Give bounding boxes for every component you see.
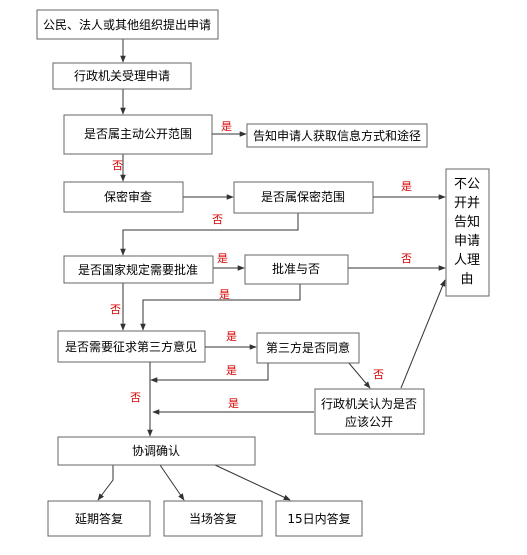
node-not-public: 不公 开并 告知 申请 人理 由 bbox=[445, 168, 490, 297]
node-third-need-text: 是否需要征求第三方意见 bbox=[65, 339, 197, 354]
node-accept-text: 行政机关受理申请 bbox=[74, 69, 170, 83]
node-not-public-line-6: 由 bbox=[460, 272, 473, 287]
node-inform-text: 告知申请人获取信息方式和途径 bbox=[253, 128, 421, 143]
label-no-third-agree: 否 bbox=[373, 368, 384, 381]
node-secret-review: 保密审查 bbox=[63, 181, 184, 213]
edge-agree-confirm bbox=[150, 363, 269, 383]
node-apply-text: 公民、法人或其他组织提出申请 bbox=[43, 17, 211, 32]
label-yes-approve: 是 bbox=[217, 252, 228, 265]
label-no-secret-review: 否 bbox=[112, 159, 123, 172]
edge-labels: 是 否 是 否 是 否 是 否 是 否 是 否 是 bbox=[110, 120, 412, 410]
label-no-third-need: 否 bbox=[110, 303, 121, 316]
edge-scope-national bbox=[120, 213, 299, 256]
node-third-agree: 第三方是否同意 bbox=[256, 332, 360, 364]
node-not-public-line-2: 开并 bbox=[454, 196, 480, 211]
edge-approve-third-need bbox=[140, 284, 301, 331]
label-no-confirm: 否 bbox=[130, 391, 141, 404]
node-15days-text: 15日内答复 bbox=[287, 511, 350, 526]
node-active: 是否属主动公开范围 bbox=[63, 114, 213, 155]
edges bbox=[97, 39, 446, 501]
label-yes-agree-confirm: 是 bbox=[226, 364, 237, 377]
label-yes-inform: 是 bbox=[221, 120, 232, 133]
node-not-public-line-1: 不公 bbox=[454, 177, 480, 192]
node-national-text: 是否国家规定需要批准 bbox=[78, 262, 198, 277]
node-secret-scope: 是否属保密范围 bbox=[233, 181, 374, 214]
label-no-approve: 否 bbox=[401, 252, 412, 265]
node-confirm: 协调确认 bbox=[57, 436, 256, 466]
node-accept: 行政机关受理申请 bbox=[52, 62, 192, 90]
edge-confirm-spot bbox=[159, 464, 185, 501]
node-not-public-line-3: 告知 bbox=[454, 214, 480, 230]
edge-agency-not-public bbox=[400, 279, 446, 389]
edge-confirm-delay bbox=[97, 465, 114, 501]
node-active-text: 是否属主动公开范围 bbox=[84, 127, 192, 141]
node-third-need: 是否需要征求第三方意见 bbox=[57, 330, 206, 363]
node-agency-line-2: 应该公开 bbox=[345, 414, 393, 429]
node-agency: 行政机关认为是否 应该公开 bbox=[314, 388, 425, 435]
node-approve-text: 批准与否 bbox=[272, 261, 320, 276]
edge-agree-agency bbox=[347, 361, 371, 389]
node-delay-text: 延期答复 bbox=[75, 511, 123, 526]
node-national: 是否国家规定需要批准 bbox=[63, 255, 214, 284]
edge-confirm-15days bbox=[214, 464, 291, 501]
node-approve: 批准与否 bbox=[244, 254, 349, 285]
node-spot-text: 当场答复 bbox=[189, 511, 237, 526]
label-yes-secret-scope: 是 bbox=[401, 180, 412, 193]
node-15days: 15日内答复 bbox=[275, 500, 363, 537]
label-yes-third-agree: 是 bbox=[226, 330, 237, 343]
node-delay: 延期答复 bbox=[47, 500, 151, 537]
node-confirm-text: 协调确认 bbox=[132, 443, 180, 458]
label-yes-agency: 是 bbox=[228, 397, 239, 410]
node-apply: 公民、法人或其他组织提出申请 bbox=[36, 9, 219, 40]
label-no-national: 否 bbox=[212, 213, 223, 226]
node-inform: 告知申请人获取信息方式和途径 bbox=[246, 123, 428, 148]
node-secret-scope-text: 是否属保密范围 bbox=[261, 189, 345, 204]
node-third-agree-text: 第三方是否同意 bbox=[266, 340, 350, 355]
node-not-public-line-4: 申请 bbox=[454, 234, 480, 249]
node-secret-review-text: 保密审查 bbox=[104, 189, 152, 204]
node-not-public-line-5: 人理 bbox=[454, 253, 480, 268]
label-yes-approve-third: 是 bbox=[219, 288, 230, 301]
node-agency-line-1: 行政机关认为是否 bbox=[321, 397, 417, 411]
node-spot: 当场答复 bbox=[163, 500, 263, 537]
